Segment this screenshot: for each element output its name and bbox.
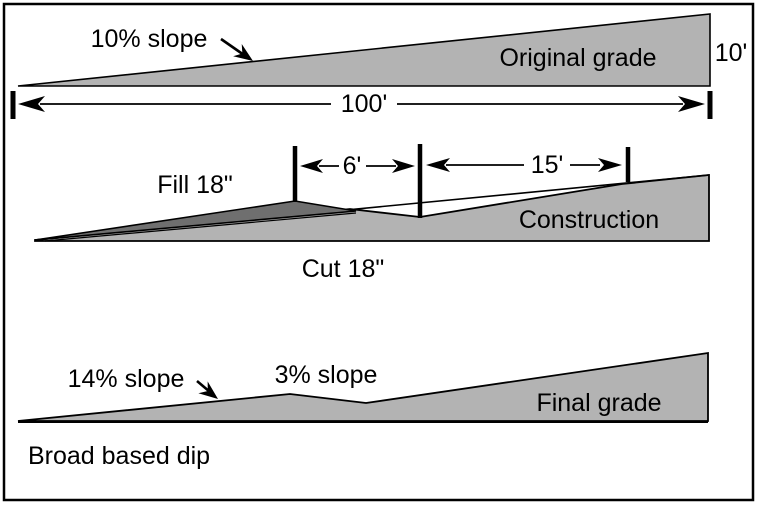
arrowhead-right-icon [392,159,415,173]
climb-length-dimension: 15' [426,151,622,179]
final-grade-approach-slope-label: 14% slope [68,365,185,393]
figure-caption: Broad based dip [28,442,210,470]
fill-depth-label: Fill 18" [157,171,233,199]
length-dimension-label: 100' [341,90,387,118]
arrowhead-right-icon [598,158,622,172]
final-grade-label: Final grade [536,389,661,417]
climb-length-label: 15' [531,151,564,179]
arrowhead-right-icon [678,96,705,112]
original-grade-shape [17,13,711,87]
slope-pointer-arrow-icon [220,37,253,61]
construction-label: Construction [519,206,659,234]
original-grade-slope-label: 10% slope [91,25,208,53]
original-grade-panel: 10% slope Original grade 10' 100' [10,13,748,119]
arrowhead-left-icon [18,96,45,112]
original-grade-label: Original grade [499,44,656,72]
final-grade-panel: 14% slope 3% slope Final grade Broad bas… [17,351,709,470]
length-dimension: 100' [10,90,713,119]
fill-layer-line [44,212,357,242]
arrowhead-left-icon [300,159,323,173]
figure-border [2,2,755,502]
original-grade-height-label: 10' [715,39,748,67]
fill-wedge-shape [34,200,357,241]
dip-length-dimension: 6' [300,152,415,180]
arrowhead-left-icon [426,158,450,172]
cut-depth-label: Cut 18" [302,255,385,283]
slope-pointer-arrow-icon [196,380,218,399]
dip-length-label: 6' [343,152,362,180]
final-grade-dip-slope-label: 3% slope [275,361,378,389]
construction-panel: 6' 15' Fill 18" Cut 18" Construction [34,144,710,283]
